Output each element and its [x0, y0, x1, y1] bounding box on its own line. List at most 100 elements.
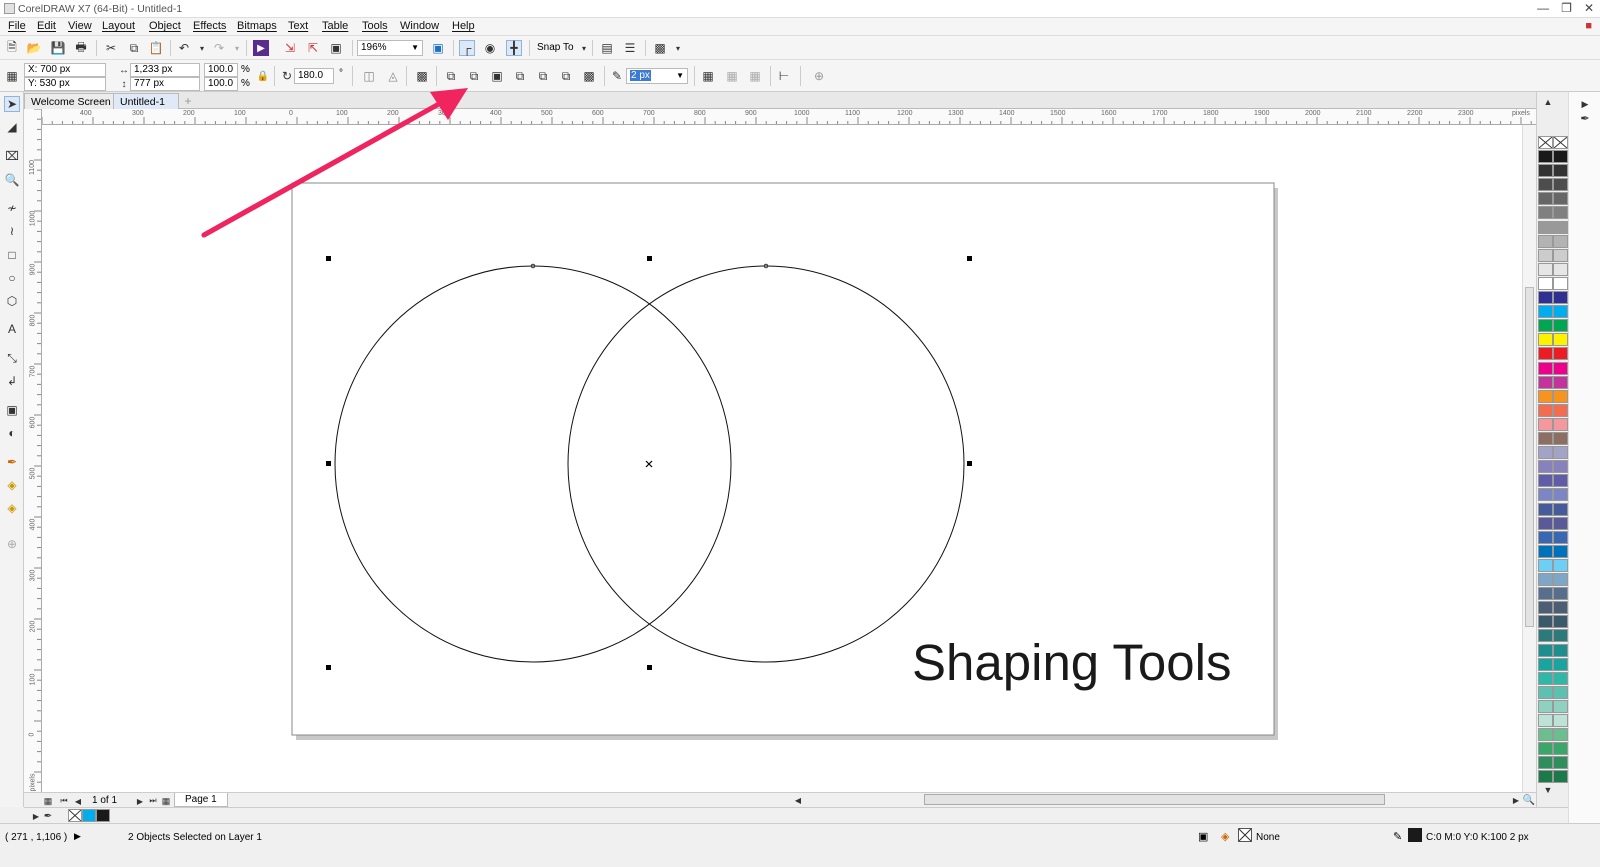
create-boundary-icon[interactable]: ▩ [583, 69, 595, 83]
cut-icon[interactable]: ✂ [105, 41, 117, 55]
color-swatch[interactable] [1553, 404, 1568, 417]
color-swatch[interactable] [1538, 249, 1553, 262]
vertical-ruler[interactable]: 1100 1000 900 800 700 600 500 400 300 20… [24, 109, 42, 792]
color-swatch[interactable] [1538, 545, 1553, 558]
color-swatch[interactable] [1538, 305, 1553, 318]
align-icon[interactable]: ⊢ [778, 69, 790, 83]
shape-tool-icon[interactable]: ◢ [7, 120, 17, 134]
snap-to-button[interactable]: Snap To [537, 42, 574, 53]
color-swatch[interactable] [1538, 418, 1553, 431]
color-swatch[interactable] [1553, 629, 1568, 642]
horizontal-ruler[interactable]: 400 300 200 100 0 100 200 300 400 500 60… [42, 109, 1536, 125]
color-swatch[interactable] [1538, 587, 1553, 600]
intersect-icon[interactable]: ▣ [491, 69, 503, 83]
color-swatch[interactable] [1553, 474, 1568, 487]
import-icon[interactable]: ⇲ [284, 41, 296, 55]
color-swatch[interactable] [1553, 249, 1568, 262]
palette-scroll-down-icon[interactable]: ▼ [1543, 785, 1553, 795]
wrap-text-icon[interactable]: ▦ [726, 69, 738, 83]
add-page-after-icon[interactable]: ▦ [161, 795, 171, 806]
new-tab-icon[interactable]: + [184, 94, 192, 108]
application-launcher-icon[interactable]: ▩ [654, 41, 666, 55]
color-swatch[interactable] [1553, 235, 1568, 248]
color-swatch[interactable] [1553, 672, 1568, 685]
rotation-angle-field[interactable]: 180.0 [294, 68, 334, 84]
eyedropper-icon[interactable]: ✒ [1580, 112, 1590, 125]
scroll-left-icon[interactable]: ◀ [794, 795, 802, 805]
undo-icon[interactable]: ↶ [178, 41, 190, 55]
menu-table[interactable]: Table [322, 20, 349, 32]
rectangle-tool-icon[interactable]: □ [8, 248, 16, 262]
color-swatch[interactable] [1553, 347, 1568, 360]
crop-tool-icon[interactable]: ⌧ [5, 149, 19, 163]
color-swatch[interactable] [1538, 700, 1553, 713]
undo-dropdown-icon[interactable]: ▾ [199, 43, 204, 53]
color-swatch[interactable] [1553, 376, 1568, 389]
quick-customize-icon[interactable]: ⊕ [813, 69, 825, 83]
color-swatch[interactable] [1538, 644, 1553, 657]
no-color-swatch[interactable] [1553, 136, 1568, 149]
zoom-level-select[interactable]: 196%▼ [357, 40, 423, 56]
color-swatch[interactable] [1538, 263, 1553, 276]
save-icon[interactable]: 💾 [50, 41, 66, 55]
color-swatch[interactable] [1553, 770, 1568, 783]
parallel-dimension-tool-icon[interactable]: ⤡ [7, 350, 17, 365]
outline-swatch[interactable] [1408, 828, 1422, 842]
menu-file[interactable]: File [8, 20, 26, 32]
next-page-icon[interactable]: ▶ [136, 796, 144, 806]
tab-untitled-1[interactable]: Untitled-1 [113, 93, 179, 109]
color-swatch[interactable] [1553, 460, 1568, 473]
minimize-icon[interactable]: — [1537, 1, 1550, 15]
redo-dropdown-icon[interactable]: ▾ [234, 43, 239, 53]
color-swatch[interactable] [1553, 615, 1568, 628]
menu-view[interactable]: View [68, 20, 92, 32]
restore-icon[interactable]: ❐ [1561, 1, 1572, 15]
color-swatch[interactable] [1538, 601, 1553, 614]
width-field[interactable]: 1,233 px [130, 63, 200, 77]
no-color-swatch[interactable] [1538, 136, 1553, 149]
doc-swatch-cyan[interactable] [82, 809, 96, 822]
menu-bitmaps[interactable]: Bitmaps [237, 20, 277, 32]
x-position-field[interactable]: X: 700 px [24, 63, 106, 77]
scroll-right-icon[interactable]: ▶ [1512, 795, 1520, 805]
color-swatch[interactable] [1553, 206, 1568, 219]
close-icon[interactable]: ✕ [1583, 1, 1594, 15]
color-swatch[interactable] [1538, 742, 1553, 755]
color-swatch[interactable] [1553, 263, 1568, 276]
polygon-tool-icon[interactable]: ⬡ [6, 294, 18, 308]
color-swatch[interactable] [1538, 277, 1553, 290]
snap-to-dropdown-icon[interactable]: ▾ [581, 43, 586, 53]
color-swatch[interactable] [1553, 742, 1568, 755]
tab-welcome-screen[interactable]: Welcome Screen [24, 93, 118, 109]
color-swatch[interactable] [1538, 432, 1553, 445]
interactive-fill-tool-icon[interactable]: ◈ [7, 478, 17, 492]
back-minus-front-icon[interactable]: ⧉ [561, 68, 571, 83]
ellipse-tool-icon[interactable]: ○ [8, 271, 16, 285]
document-palette-menu-icon[interactable]: ▶ [32, 811, 40, 821]
color-swatch[interactable] [1538, 531, 1553, 544]
color-swatch[interactable] [1538, 178, 1553, 191]
height-field[interactable]: 777 px [130, 77, 200, 91]
lock-ratio-icon[interactable]: 🔒 [256, 70, 270, 82]
color-swatch[interactable] [1553, 517, 1568, 530]
open-icon[interactable]: 📂 [26, 41, 42, 55]
color-swatch[interactable] [1553, 756, 1568, 769]
menu-object[interactable]: Object [149, 20, 181, 32]
color-swatch[interactable] [1538, 333, 1553, 346]
copy-icon[interactable]: ⧉ [129, 40, 139, 55]
color-swatch[interactable] [1553, 446, 1568, 459]
color-swatch[interactable] [1553, 164, 1568, 177]
color-swatch[interactable] [1538, 573, 1553, 586]
color-swatch[interactable] [1553, 305, 1568, 318]
color-swatch[interactable] [1553, 432, 1568, 445]
color-swatch[interactable] [1553, 192, 1568, 205]
color-swatch[interactable] [1553, 418, 1568, 431]
menu-edit[interactable]: Edit [37, 20, 56, 32]
color-swatch[interactable] [1553, 559, 1568, 572]
color-swatch[interactable] [1538, 362, 1553, 375]
color-swatch[interactable] [1538, 319, 1553, 332]
color-swatch[interactable] [1538, 728, 1553, 741]
color-swatch[interactable] [1553, 714, 1568, 727]
smart-fill-tool-icon[interactable]: ◈ [7, 501, 17, 515]
paste-icon[interactable]: 📋 [148, 41, 164, 55]
